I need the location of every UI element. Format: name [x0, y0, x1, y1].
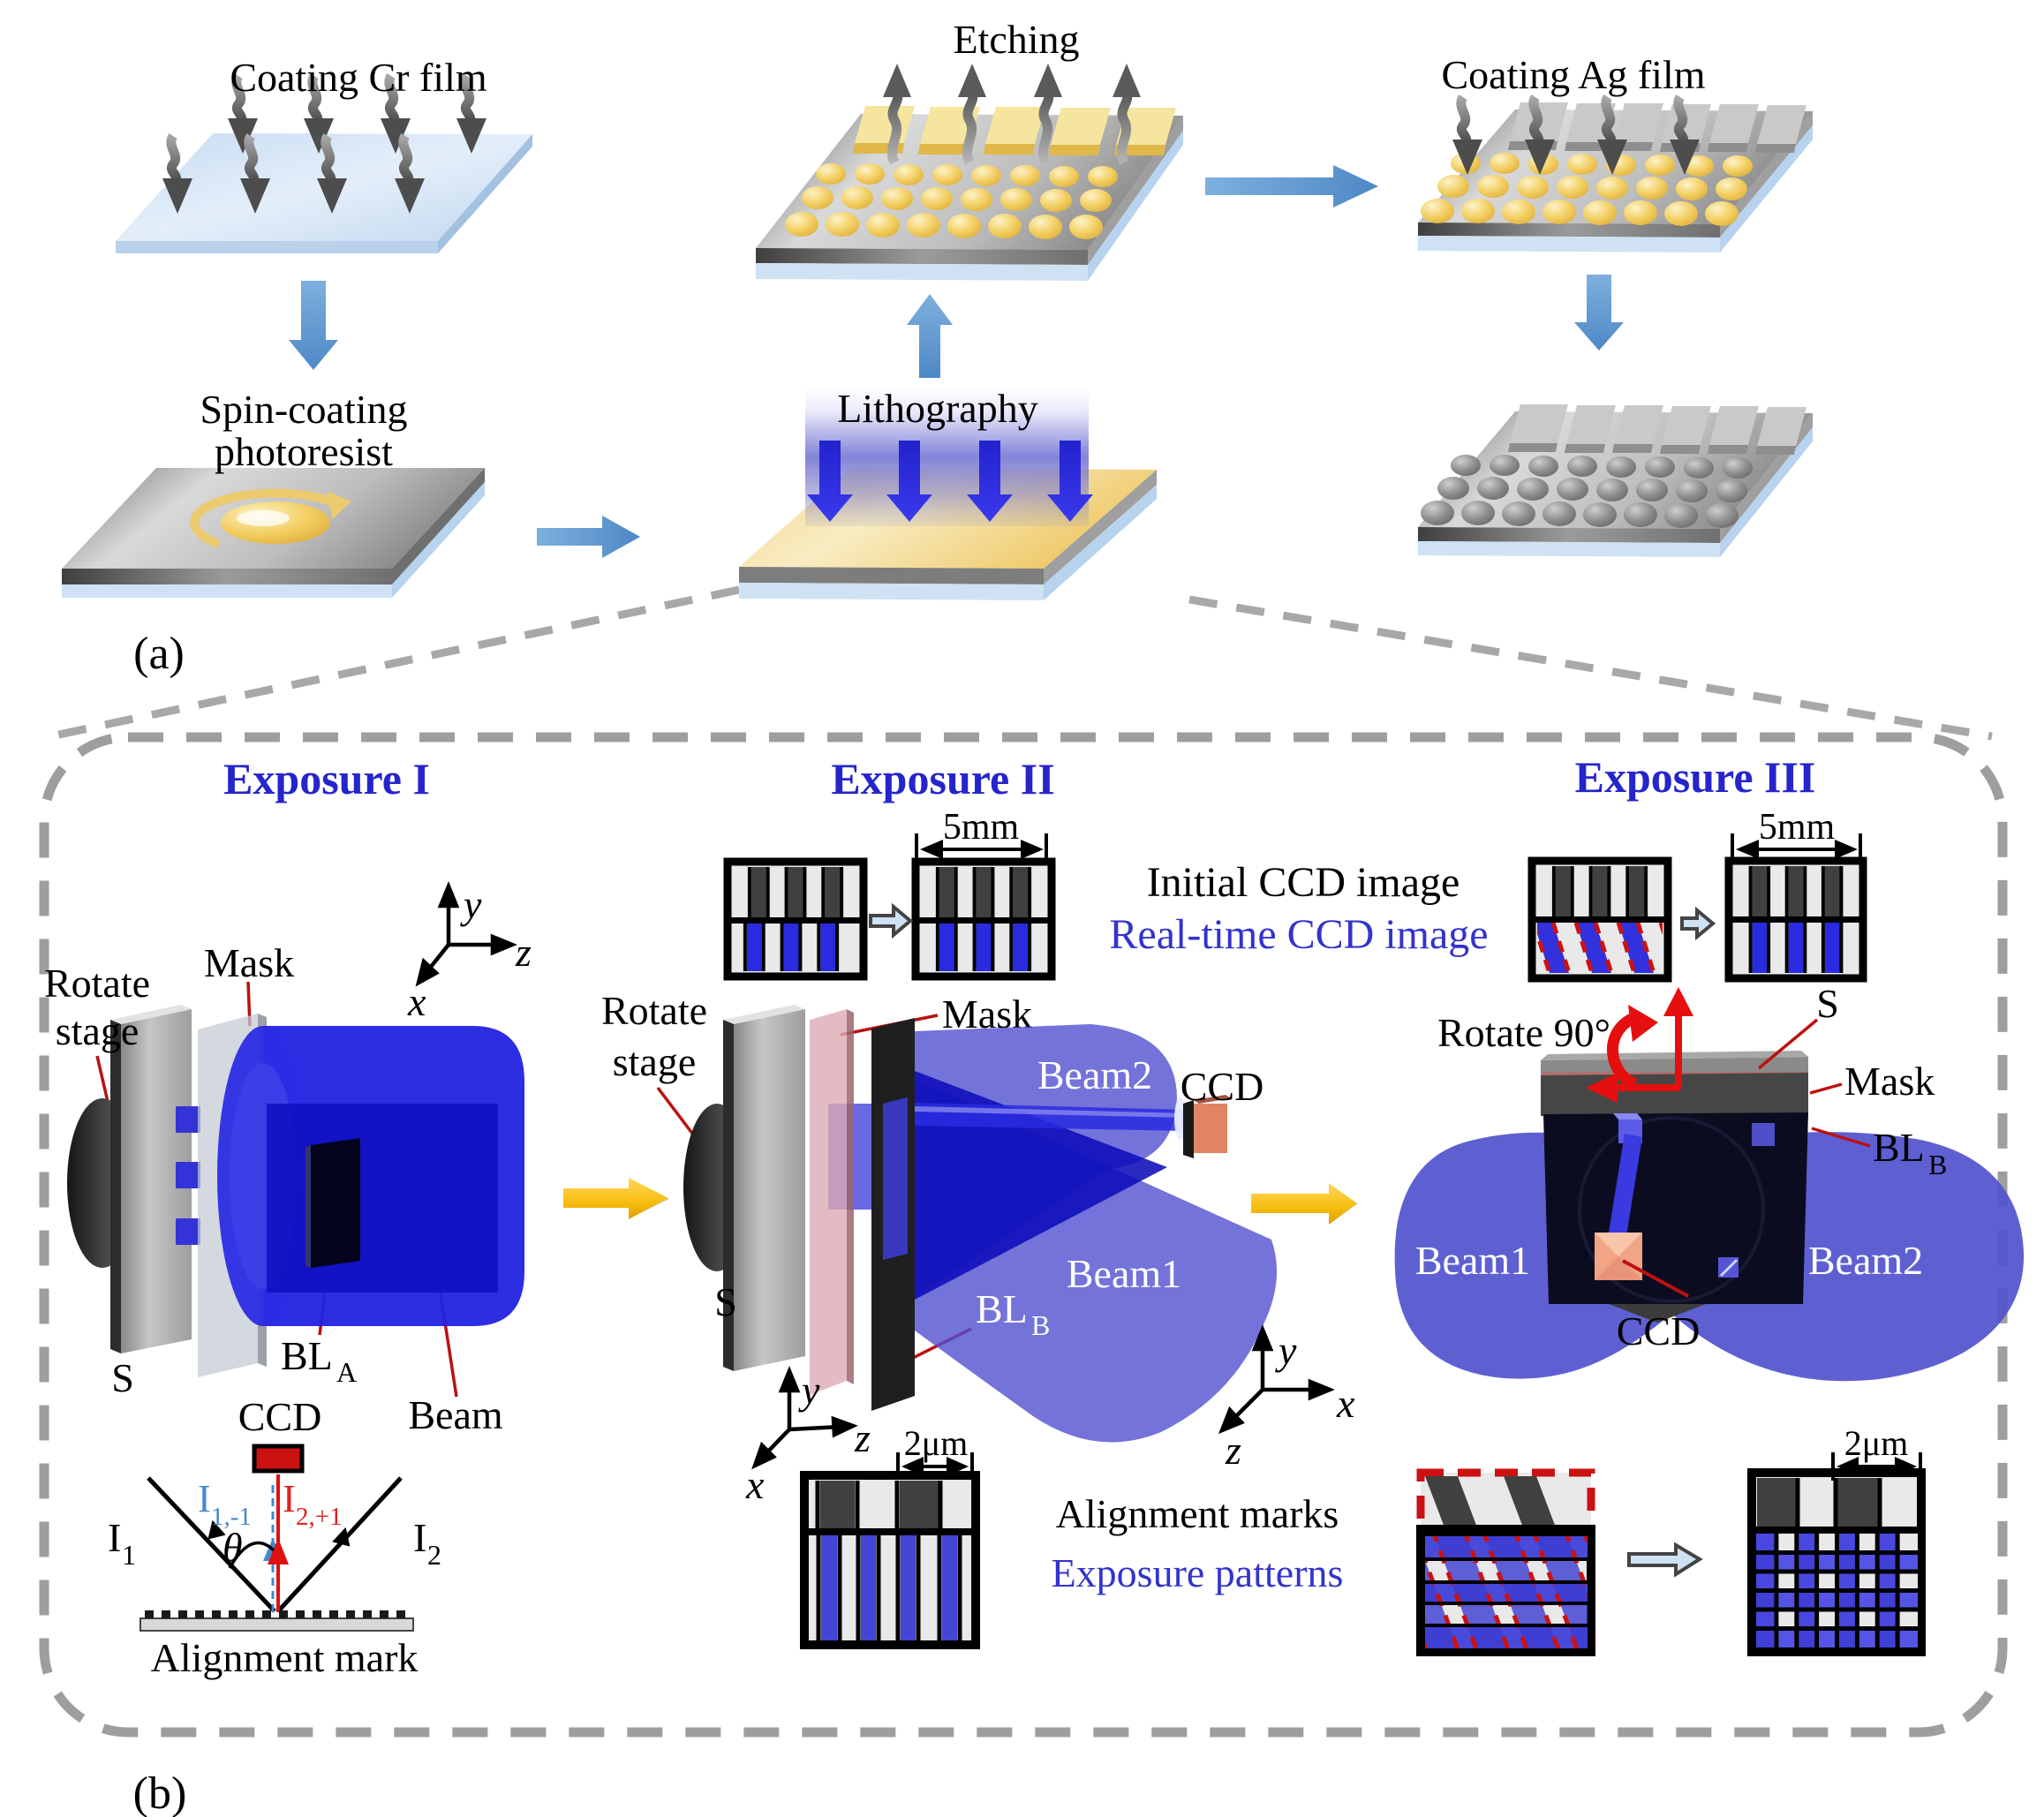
svg-text:Rotate 90°: Rotate 90° — [1437, 1010, 1610, 1055]
svg-text:Lithography: Lithography — [837, 386, 1037, 431]
svg-text:stage: stage — [613, 1039, 697, 1084]
svg-text:y: y — [460, 882, 482, 927]
svg-text:y: y — [798, 1368, 820, 1413]
svg-text:Coating Ag film: Coating Ag film — [1442, 52, 1706, 97]
svg-text:BL: BL — [976, 1286, 1028, 1331]
svg-text:Exposure patterns: Exposure patterns — [1052, 1550, 1344, 1595]
svg-text:Beam: Beam — [408, 1392, 503, 1437]
svg-text:x: x — [745, 1462, 765, 1507]
svg-text:z: z — [854, 1415, 871, 1460]
svg-text:(b): (b) — [133, 1768, 187, 1817]
svg-text:Exposure II: Exposure II — [831, 754, 1054, 803]
svg-text:θ: θ — [223, 1525, 243, 1570]
svg-text:Beam2: Beam2 — [1808, 1238, 1923, 1283]
svg-text:1: 1 — [122, 1539, 136, 1571]
svg-text:Etching: Etching — [953, 17, 1079, 62]
svg-text:z: z — [1225, 1428, 1241, 1473]
svg-text:z: z — [515, 930, 532, 975]
svg-text:5mm: 5mm — [943, 807, 1020, 848]
svg-text:Beam1: Beam1 — [1067, 1251, 1181, 1296]
svg-text:Spin-coating: Spin-coating — [200, 387, 407, 432]
svg-text:Beam2: Beam2 — [1037, 1052, 1152, 1097]
svg-text:S: S — [1816, 981, 1839, 1026]
svg-text:Mask: Mask — [204, 940, 294, 985]
svg-text:x: x — [1336, 1381, 1355, 1426]
svg-text:y: y — [1275, 1328, 1297, 1373]
svg-text:I: I — [108, 1515, 121, 1560]
svg-text:B: B — [1928, 1149, 1947, 1180]
svg-text:Exposure III: Exposure III — [1575, 752, 1816, 802]
svg-text:CCD: CCD — [1617, 1308, 1701, 1353]
svg-text:CCD: CCD — [1180, 1064, 1264, 1109]
svg-text:Rotate: Rotate — [44, 961, 150, 1006]
svg-text:Alignment mark: Alignment mark — [151, 1635, 419, 1680]
svg-text:I: I — [413, 1515, 426, 1560]
svg-text:I: I — [283, 1477, 296, 1520]
svg-text:2,+1: 2,+1 — [296, 1503, 343, 1531]
svg-text:stage: stage — [56, 1008, 140, 1053]
svg-text:2μm: 2μm — [1844, 1423, 1909, 1463]
svg-text:Real-time CCD image: Real-time CCD image — [1109, 911, 1488, 958]
svg-text:Coating Cr film: Coating Cr film — [230, 55, 487, 100]
svg-text:CCD: CCD — [238, 1394, 322, 1439]
svg-text:Beam1: Beam1 — [1415, 1238, 1530, 1283]
svg-text:Mask: Mask — [1844, 1059, 1935, 1104]
svg-text:(a): (a) — [133, 629, 185, 679]
svg-text:Alignment marks: Alignment marks — [1056, 1491, 1339, 1536]
svg-text:2: 2 — [427, 1539, 441, 1571]
svg-text:5mm: 5mm — [1759, 807, 1836, 848]
svg-text:S: S — [714, 1279, 737, 1324]
svg-text:Exposure I: Exposure I — [223, 754, 430, 803]
svg-text:Rotate: Rotate — [601, 988, 707, 1033]
svg-text:Initial CCD image: Initial CCD image — [1147, 859, 1460, 906]
svg-text:A: A — [336, 1356, 357, 1388]
svg-text:BL: BL — [281, 1333, 333, 1378]
svg-text:x: x — [407, 979, 426, 1024]
svg-text:1,-1: 1,-1 — [211, 1503, 252, 1531]
svg-text:2μm: 2μm — [904, 1423, 969, 1463]
svg-text:B: B — [1031, 1309, 1050, 1341]
svg-text:S: S — [111, 1355, 134, 1400]
svg-text:BL: BL — [1873, 1125, 1925, 1170]
svg-text:photoresist: photoresist — [215, 429, 393, 474]
svg-text:I: I — [198, 1477, 211, 1520]
